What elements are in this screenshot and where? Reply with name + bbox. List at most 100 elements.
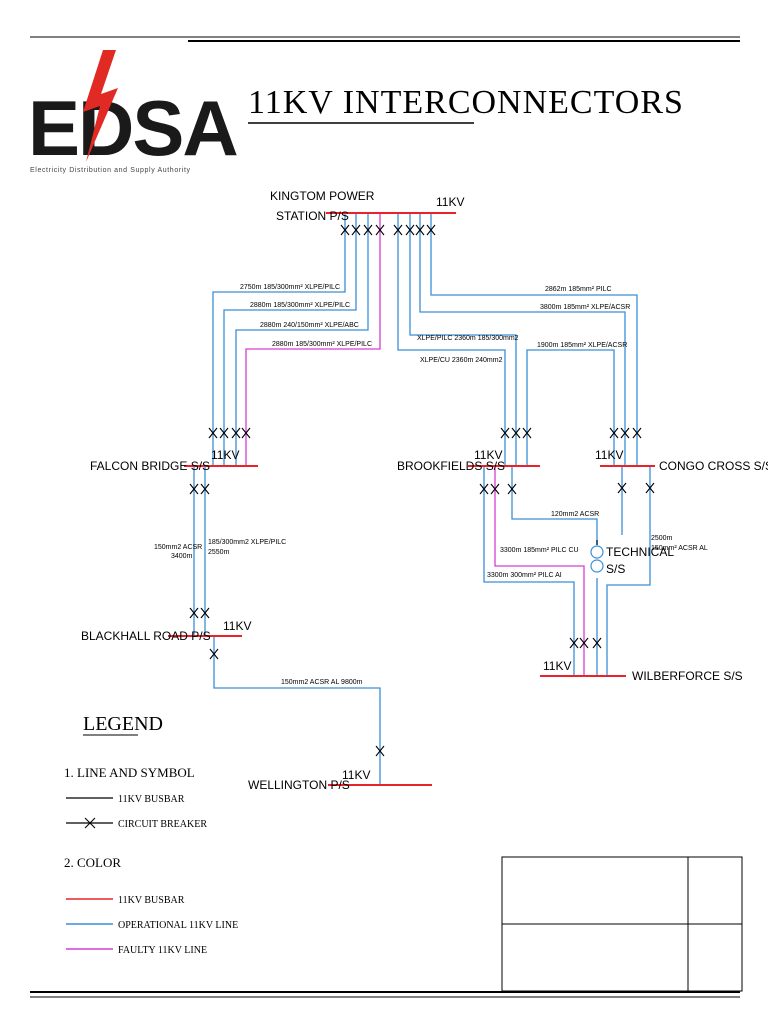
circuit-breaker-icon [363,224,373,236]
edsa-logo: EDSA Electricity Distribution and Supply… [28,50,239,174]
station-congo-cross: CONGO CROSS S/S [659,459,768,473]
legend-faulty-label: FAULTY 11KV LINE [118,945,207,956]
circuit-breaker-icon [209,648,219,660]
voltage-wilberforce: 11KV [543,659,571,673]
cable-label-fb-right1: 185/300mm2 XLPE/PILC [208,539,286,546]
circuit-breaker-icon [405,224,415,236]
circuit-breaker-icon [507,483,517,495]
cable-label-kc2: 3800m 185mm² XLPE/ACSR [540,304,630,311]
transformer-icon [590,540,604,573]
station-wellington: WELLINGTON P/S [248,778,350,792]
circuit-breaker-icon [200,483,210,495]
voltage-brookfields: 11KV [474,448,502,462]
line-kingtom-falcon-3 [235,213,369,466]
legend-breaker-label: CIRCUIT BREAKER [118,819,207,830]
line-brookfields-wilberforce-2-faulty [494,466,585,676]
cable-label-bc: 1900m 185mm² XLPE/ACSR [537,342,627,349]
cable-label-bt: 120mm2 ACSR [551,511,599,518]
line-blackhall-wellington [213,636,381,785]
circuit-breakers [189,224,655,757]
cable-label-kc1: 2862m 185mm² PILC [545,286,612,293]
legend-heading: LEGEND [83,713,163,735]
station-blackhall-road: BLACKHALL ROAD P/S [81,629,211,643]
station-falcon-bridge: FALCON BRIDGE S/S [90,459,210,473]
circuit-breaker-icon [200,607,210,619]
legend-operational-label: OPERATIONAL 11KV LINE [118,920,238,931]
circuit-breaker-icon [426,224,436,236]
line-congo-wilberforce [606,466,651,676]
circuit-breaker-icon [617,482,627,494]
circuit-breaker-icon [340,224,350,236]
cable-label-bw2: 3300m 300mm² PILC AI [487,572,562,579]
legend-breaker-icon [84,817,96,829]
voltage-wellington: 11KV [342,768,370,782]
circuit-breaker-icon [609,427,619,439]
line-kingtom-falcon-1 [212,213,346,466]
circuit-breaker-icon [645,482,655,494]
circuit-breaker-icon [241,427,251,439]
cable-label-kf2: 2880m 185/300mm² XLPE/PILC [250,302,350,309]
circuit-breaker-icon [500,427,510,439]
logo-text: EDSA [28,84,237,172]
line-kingtom-brookfields-2 [409,213,517,466]
circuit-breaker-icon [415,224,425,236]
station-wilberforce: WILBERFORCE S/S [632,669,743,683]
circuit-breaker-icon [231,427,241,439]
legend-red-busbar-label: 11KV BUSBAR [118,895,185,906]
circuit-breaker-icon [632,427,642,439]
station-technical-line2: S/S [606,562,625,576]
cable-label-fb-right2: 2550m [208,549,230,556]
circuit-breaker-icon [479,483,489,495]
circuit-breaker-icon [375,745,385,757]
cable-label-kf1: 2750m 185/300mm² XLPE/PILC [240,284,340,291]
cable-label-fb-left2: 3400m [171,553,193,560]
voltage-congo: 11KV [595,448,623,462]
circuit-breaker-icon [351,224,361,236]
cable-label-kf4: 2880m 185/300mm² XLPE/PILC [272,341,372,348]
circuit-breaker-icon [189,607,199,619]
cable-label-fb-left1: 150mm2 ACSR [154,544,202,551]
cable-label-bh-wel: 150mm2 ACSR AL 9800m [281,679,363,686]
voltage-blackhall: 11KV [223,619,251,633]
legend-section-2: 2. COLOR [64,855,121,870]
cable-label-kb2: XLPE/CU 2360m 240mm2 [420,357,503,364]
legend: LEGEND 1. LINE AND SYMBOL 11KV BUSBAR CI… [64,713,238,956]
circuit-breaker-icon [579,637,589,649]
cable-label-kb1: XLPE/PILC 2360m 185/300mm2 [417,335,519,342]
page-border [30,36,740,998]
circuit-breaker-icon [208,427,218,439]
line-kingtom-falcon-2 [223,213,357,466]
line-kingtom-congo-2 [430,213,638,466]
circuit-breaker-icon [490,483,500,495]
station-kingtom-line1: KINGTOM POWER [270,189,375,203]
circuit-breaker-icon [189,483,199,495]
page-title: 11KV INTERCONNECTORS [248,84,684,121]
circuit-breaker-icon [620,427,630,439]
cable-label-kf3: 2880m 240/150mm² XLPE/ABC [260,322,359,329]
line-brookfields-wilberforce-1 [483,466,575,676]
cable-label-bw1: 3300m 185mm² PILC CU [500,547,579,554]
station-kingtom-line2: STATION P/S [276,209,349,223]
legend-section-1: 1. LINE AND SYMBOL [64,765,195,780]
circuit-breaker-icon [393,224,403,236]
interconnector-lines [193,213,651,785]
lightning-bolt-icon [83,50,118,162]
circuit-breaker-icon [522,427,532,439]
station-brookfields: BROOKFIELDS S/S [397,459,505,473]
station-technical-line1: TECHNICAL [606,545,674,559]
line-kingtom-falcon-4-faulty [245,213,381,466]
station-labels: KINGTOM POWER STATION P/S 11KV FALCON BR… [81,189,768,792]
busbars [168,212,655,786]
title-block [501,856,743,992]
circuit-breaker-icon [592,637,602,649]
voltage-falcon: 11KV [211,448,239,462]
circuit-breaker-icon [569,637,579,649]
legend-busbar-label: 11KV BUSBAR [118,794,185,805]
cable-label-cw1: 2500m [651,535,673,542]
cable-label-cw2: 150mm² ACSR AL [651,545,708,552]
line-kingtom-congo-1 [419,213,626,466]
circuit-breaker-icon [375,224,385,236]
circuit-breaker-icon [219,427,229,439]
circuit-breaker-icon [511,427,521,439]
